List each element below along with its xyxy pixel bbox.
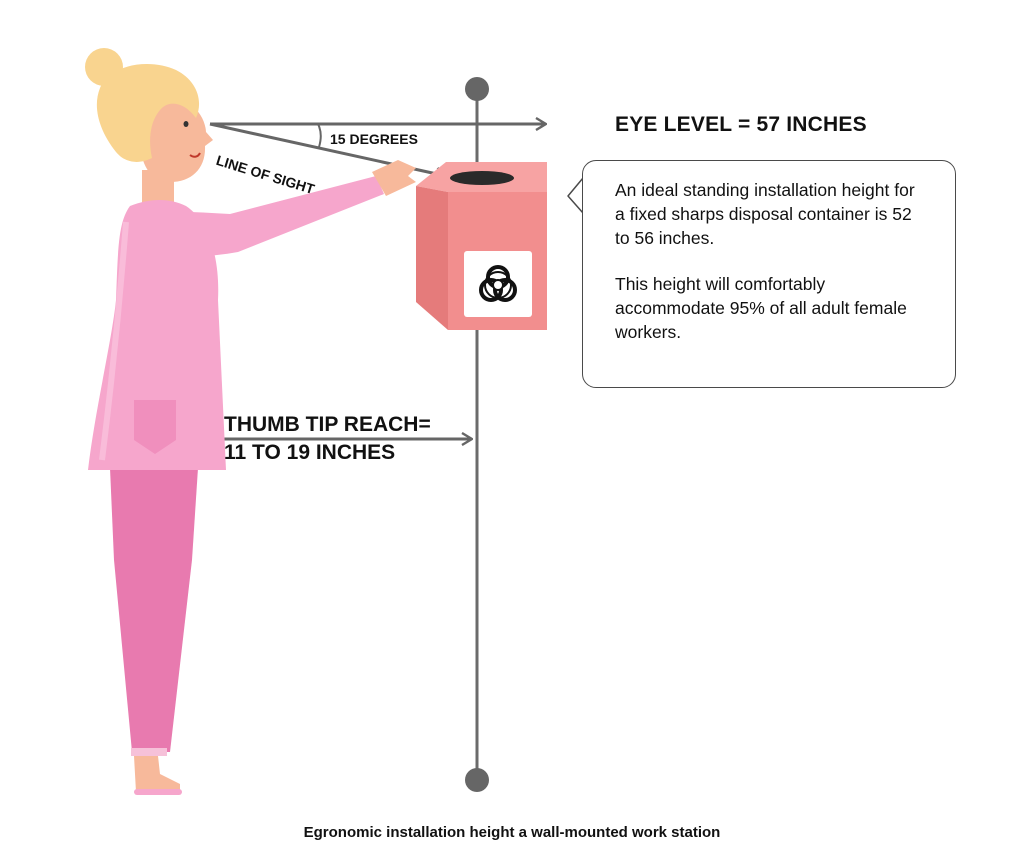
- biohazard-icon: [479, 265, 517, 302]
- angle-arc: [317, 123, 322, 148]
- sharps-container: [416, 162, 547, 330]
- callout-text: An ideal standing installation height fo…: [615, 178, 915, 366]
- figure-caption: Egronomic installation height a wall-mou…: [303, 824, 721, 841]
- angle-degrees-label: 15 DEGREES: [330, 131, 418, 147]
- eye-level-label: EYE LEVEL = 57 INCHES: [615, 113, 867, 136]
- callout-pointer: [567, 177, 584, 214]
- callout-paragraph-1: An ideal standing installation height fo…: [615, 180, 915, 248]
- female-worker: [85, 48, 416, 795]
- callout-box: [582, 160, 956, 388]
- thumb-reach-label-line2: 11 TO 19 INCHES: [224, 441, 396, 464]
- callout-paragraph-2: This height will comfortably accommodate…: [615, 274, 907, 342]
- thumb-reach-label-line1: THUMB TIP REACH=: [224, 413, 431, 436]
